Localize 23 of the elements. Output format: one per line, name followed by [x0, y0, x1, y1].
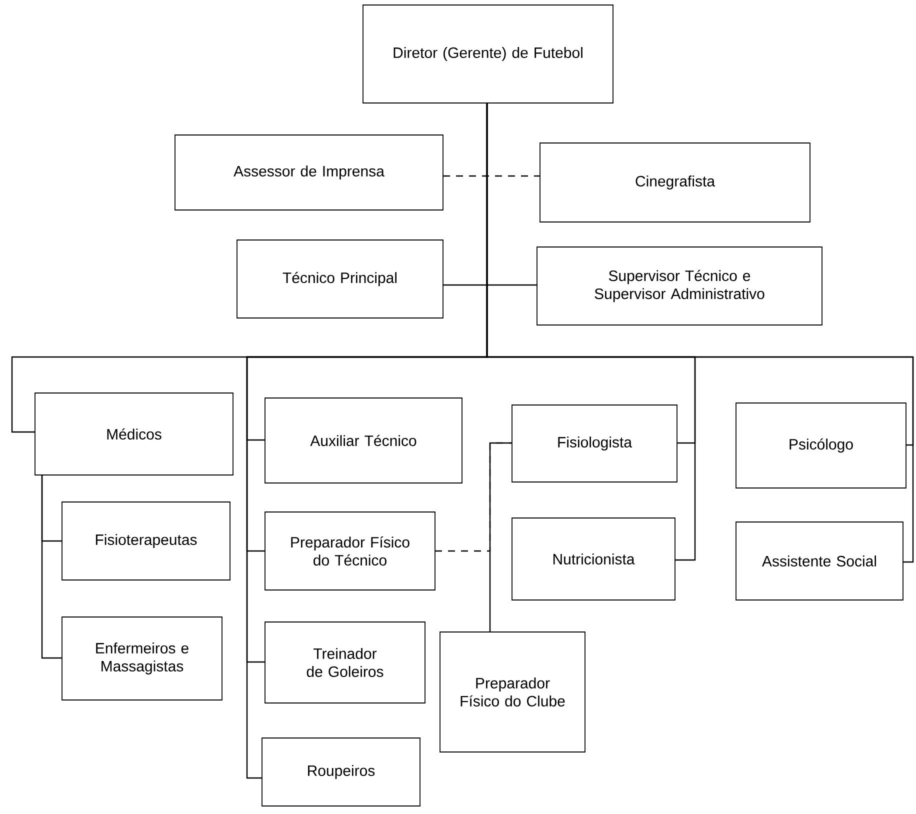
connector-line	[41, 475, 62, 659]
role-box: Preparador Físico do Clube	[440, 632, 586, 752]
role-box: Auxiliar Técnico	[264, 398, 462, 484]
role-box: Médicos	[34, 392, 234, 476]
role-box: Roupeiros	[262, 738, 420, 806]
role-box: Cinegrafista	[540, 142, 810, 222]
role-box: Diretor (Gerente) de Futebol	[362, 4, 614, 104]
connector-line	[435, 442, 512, 552]
role-box: Supervisor Técnico e Supervisor Administrativo	[536, 246, 822, 326]
role-box: Fisiologista	[512, 404, 678, 482]
role-box: Assessor de Imprensa	[174, 134, 444, 210]
role-box: Psicólogo	[736, 402, 906, 488]
role-box: Técnico Principal	[236, 240, 444, 318]
role-box: Preparador Físico do Técnico	[264, 512, 436, 590]
role-box: Nutricionista	[512, 518, 676, 600]
role-box: Enfermeiros e Massagistas	[62, 616, 222, 700]
role-box: Fisioterapeutas	[62, 502, 230, 580]
role-box: Treinador de Goleiros	[264, 622, 426, 704]
connector-line	[443, 175, 540, 177]
connector-line	[443, 284, 537, 286]
role-box: Assistente Social	[736, 522, 904, 600]
connector-line	[486, 103, 914, 563]
connector-line	[489, 442, 512, 632]
